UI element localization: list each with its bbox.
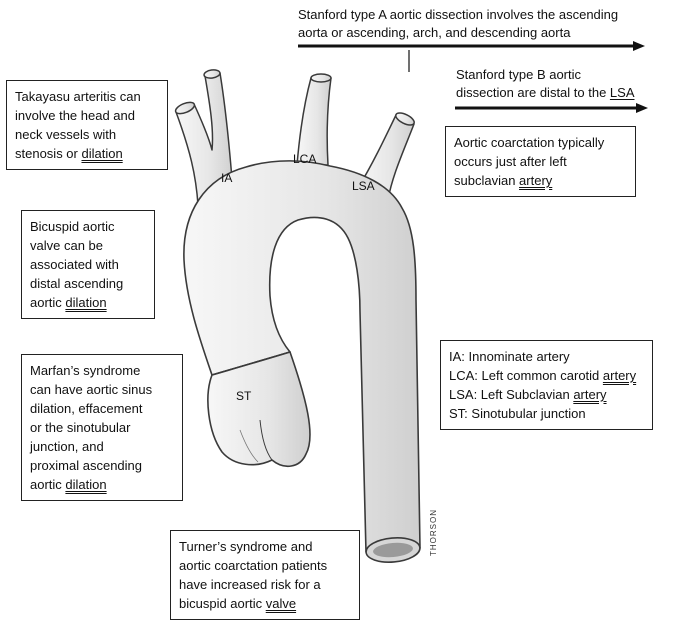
stanford-b-lsa: LSA <box>609 85 635 100</box>
stanford-b-line2-text: dissection are distal to the <box>456 85 610 100</box>
turner-line3: have increased risk for a <box>179 577 321 592</box>
aortic-arch-and-descending-aorta <box>183 160 421 553</box>
turner-line4: bicuspid aortic valve <box>179 594 351 613</box>
bicuspid-line5: aortic dilation <box>30 293 146 312</box>
marfan-line3: dilation, effacement <box>30 401 143 416</box>
label-lca: LCA <box>293 152 316 166</box>
bicuspid-box: Bicuspid aortic valve can be associated … <box>21 210 155 319</box>
stanford-type-b-note: Stanford type B aortic dissection are di… <box>456 66 635 102</box>
legend-lsa: LSA: Left Subclavian artery <box>449 385 644 404</box>
legend-st: ST: Sinotubular junction <box>449 406 586 421</box>
marfan-line7-text: aortic <box>30 477 66 492</box>
marfan-line4: or the sinotubular <box>30 420 131 435</box>
head-neck-vessels <box>174 69 415 206</box>
aorta <box>183 160 421 563</box>
stanford-b-arrow <box>455 103 648 113</box>
takayasu-dilation: dilation <box>81 146 123 161</box>
legend-lsa-text: LSA: Left Subclavian <box>449 387 574 402</box>
coarctation-line1: Aortic coarctation typically <box>454 135 605 150</box>
coarctation-box: Aortic coarctation typically occurs just… <box>445 126 636 197</box>
coarctation-line2: occurs just after left <box>454 154 567 169</box>
turner-line4-text: bicuspid aortic <box>179 596 266 611</box>
stanford-b-line2: dissection are distal to the LSA <box>456 84 635 102</box>
bicuspid-line5-text: aortic <box>30 295 66 310</box>
takayasu-line4: stenosis or dilation <box>15 144 159 163</box>
bicuspid-line2: valve can be <box>30 238 103 253</box>
legend-lca: LCA: Left common carotid artery <box>449 366 644 385</box>
bicuspid-line1: Bicuspid aortic <box>30 219 115 234</box>
legend-lsa-artery: artery <box>573 387 607 402</box>
turner-valve: valve <box>265 596 297 611</box>
label-st: ST <box>236 389 252 403</box>
marfan-line1: Marfan’s syndrome <box>30 363 141 378</box>
legend-lca-text: LCA: Left common carotid <box>449 368 603 383</box>
takayasu-box: Takayasu arteritis can involve the head … <box>6 80 168 170</box>
bicuspid-line3: associated with <box>30 257 119 272</box>
label-lsa: LSA <box>352 179 375 193</box>
bicuspid-dilation: dilation <box>65 295 107 310</box>
coarctation-line3-text: subclavian <box>454 173 520 188</box>
marfan-line5: junction, and <box>30 439 104 454</box>
legend-ia: IA: Innominate artery <box>449 349 570 364</box>
stanford-a-line1: Stanford type A aortic dissection involv… <box>298 7 619 22</box>
artist-signature: THORSON <box>429 509 438 556</box>
takayasu-line2: involve the head and <box>15 108 135 123</box>
label-ia: IA <box>221 171 232 185</box>
takayasu-line3: neck vessels with <box>15 127 117 142</box>
marfan-line6: proximal ascending <box>30 458 143 473</box>
takayasu-line4-text: stenosis or <box>15 146 82 161</box>
legend-lca-artery: artery <box>602 368 637 383</box>
stanford-a-arrow <box>298 41 645 72</box>
turner-line1: Turner’s syndrome and <box>179 539 313 554</box>
stanford-b-line1: Stanford type B aortic <box>456 67 582 82</box>
marfan-line7: aortic dilation <box>30 475 174 494</box>
turner-line2: aortic coarctation patients <box>179 558 328 573</box>
abbreviation-legend: IA: Innominate artery LCA: Left common c… <box>440 340 653 430</box>
turner-box: Turner’s syndrome and aortic coarctation… <box>170 530 360 620</box>
marfan-box: Marfan’s syndrome can have aortic sinus … <box>21 354 183 501</box>
marfan-line2: can have aortic sinus <box>30 382 153 397</box>
stanford-type-a-note: Stanford type A aortic dissection involv… <box>298 6 618 42</box>
coarctation-line3: subclavian artery <box>454 171 627 190</box>
coarctation-artery: artery <box>519 173 553 188</box>
stanford-a-line2: aorta or ascending, arch, and descending… <box>298 25 571 40</box>
marfan-dilation: dilation <box>65 477 107 492</box>
sinotubular-junction-line <box>211 351 291 376</box>
bicuspid-line4: distal ascending <box>30 276 124 291</box>
takayasu-line1: Takayasu arteritis can <box>15 89 141 104</box>
